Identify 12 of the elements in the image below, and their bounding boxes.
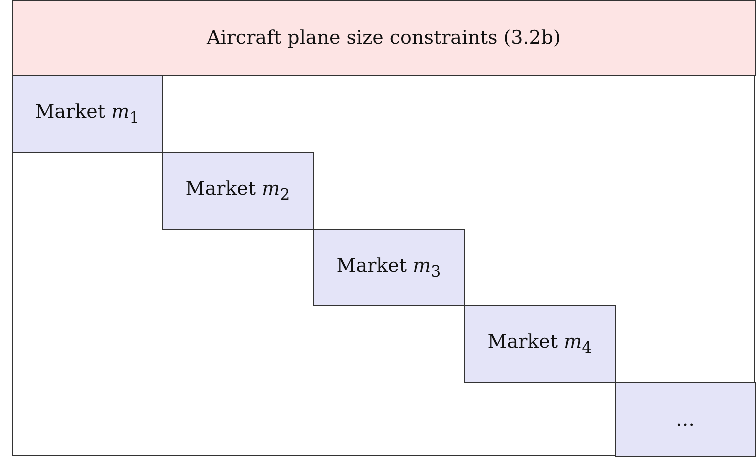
block-label: Market m$_{1}$ [35, 101, 140, 127]
market-block [464, 305, 616, 383]
market-block [162, 152, 314, 230]
block-label: Market m$_{2}$ [186, 178, 290, 204]
market-block [313, 229, 465, 306]
block-label: Market m$_{3}$ [336, 254, 442, 280]
constraint-band [12, 0, 756, 76]
market-block [12, 75, 163, 153]
band-title: Aircraft plane size constraints (3.2b) [207, 27, 561, 49]
market-block [615, 382, 756, 457]
block-label: Market m$_{4}$ [488, 331, 592, 357]
block-label: … [676, 408, 695, 430]
